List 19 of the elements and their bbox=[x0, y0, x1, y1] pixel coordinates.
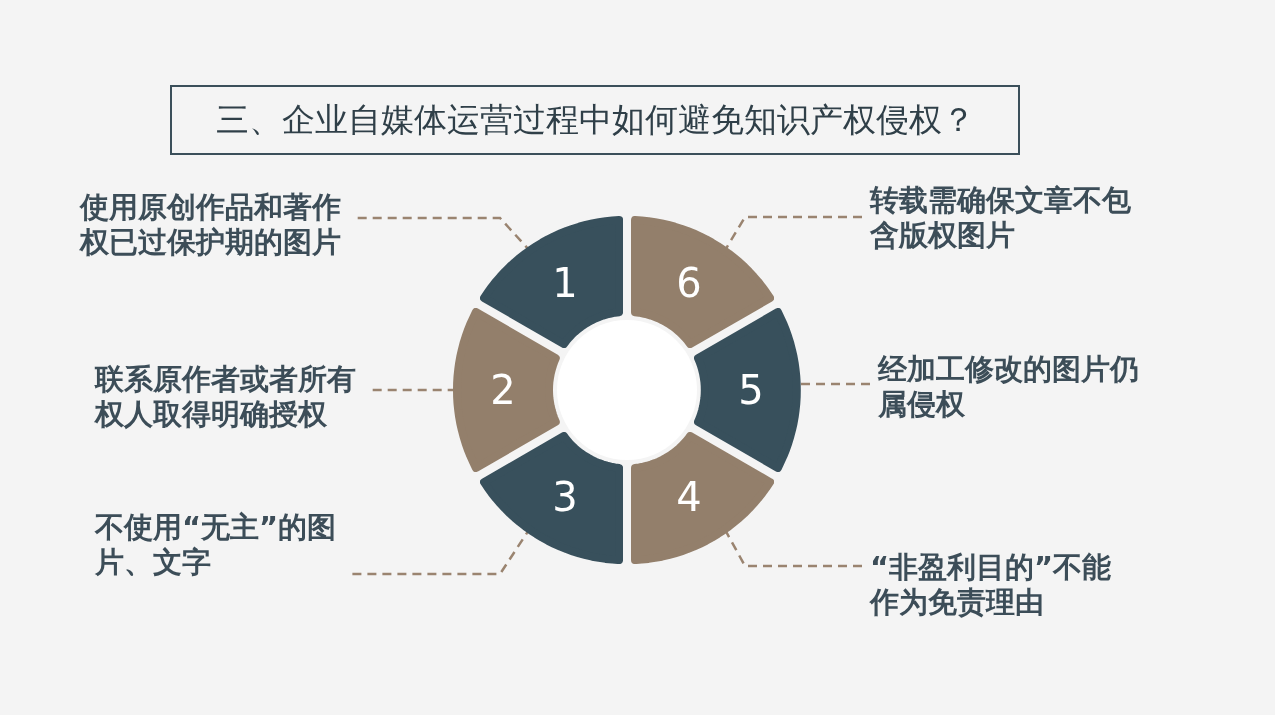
item-text: 经加工修改的图片仍属侵权 bbox=[878, 352, 1140, 422]
leader-line bbox=[724, 215, 862, 250]
leader-line bbox=[724, 530, 862, 568]
segment-number: 4 bbox=[675, 477, 703, 518]
item-text: 不使用“无主”的图片、文字 bbox=[95, 510, 338, 580]
segment-number: 6 bbox=[675, 262, 703, 303]
segment-number: 3 bbox=[551, 477, 579, 518]
leader-line bbox=[372, 388, 455, 392]
item-text: “非盈利目的”不能作为免责理由 bbox=[870, 550, 1113, 620]
segment-number: 1 bbox=[551, 262, 579, 303]
title-box: 三、企业自媒体运营过程中如何避免知识产权侵权？ bbox=[170, 85, 1020, 155]
leader-line bbox=[799, 382, 870, 386]
item-text: 使用原创作品和著作权已过保护期的图片 bbox=[80, 190, 342, 260]
item-text: 转载需确保文章不包含版权图片 bbox=[870, 183, 1132, 253]
leader-line bbox=[352, 530, 530, 576]
item-text: 联系原作者或者所有权人取得明确授权 bbox=[95, 362, 357, 432]
segment-number: 5 bbox=[737, 370, 765, 410]
leader-line bbox=[357, 216, 530, 250]
segment-number: 2 bbox=[489, 370, 517, 410]
